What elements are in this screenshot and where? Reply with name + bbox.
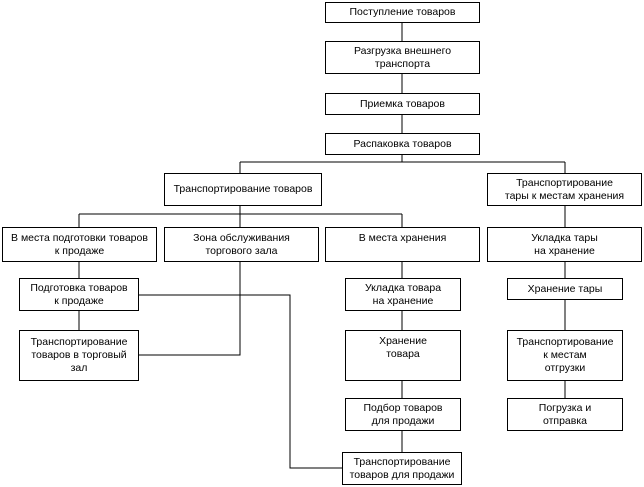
node-unloading: Разгрузка внешнего транспорта <box>325 41 480 74</box>
node-goods-stacking: Укладка товара на хранение <box>345 278 461 311</box>
node-transport-to-shipping: Транспортирование к местам отгрузки <box>507 330 623 381</box>
node-to-storage: В места хранения <box>325 227 480 262</box>
node-unpacking: Распаковка товаров <box>325 133 480 155</box>
connector-prep-transport-sale <box>139 294 342 469</box>
node-transport-to-hall: Транспортирование товаров в торговый зал <box>19 330 139 381</box>
node-acceptance: Приемка товаров <box>325 93 480 115</box>
node-receipt: Поступление товаров <box>325 2 480 23</box>
node-sales-hall-zone: Зона обслуживания торгового зала <box>164 227 319 262</box>
node-loading-dispatch: Погрузка и отправка <box>507 398 623 431</box>
node-transport-goods: Транспортирование товаров <box>164 173 322 206</box>
node-container-storage: Хранение тары <box>507 278 623 300</box>
node-to-prep-places: В места подготовки товаров к продаже <box>2 227 157 262</box>
node-goods-storage: Хранение товара <box>345 330 461 381</box>
node-selection-for-sale: Подбор товаров для продажи <box>345 398 461 431</box>
node-prep-goods: Подготовка товаров к продаже <box>19 278 139 311</box>
node-transport-containers: Транспортирование тары к местам хранения <box>487 173 642 206</box>
connector-hall-zone-transport <box>139 262 241 356</box>
node-container-stacking: Укладка тары на хранение <box>487 227 642 262</box>
node-transport-for-sale: Транспортирование товаров для продажи <box>342 452 462 485</box>
